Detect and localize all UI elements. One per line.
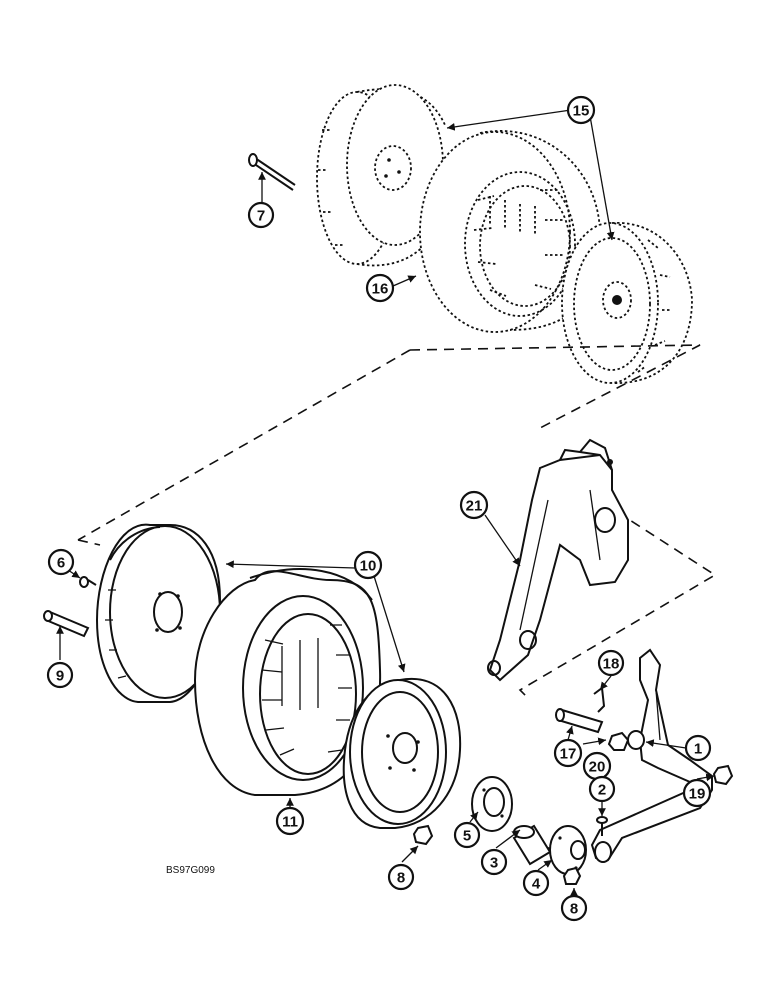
svg-text:1: 1	[694, 741, 702, 758]
callout-11: 11	[275, 806, 305, 836]
callout-15: 15	[566, 95, 596, 125]
callout-20: 20	[582, 751, 612, 781]
callout-17: 17	[553, 738, 583, 768]
callout-16: 16	[365, 273, 395, 303]
nut-20	[607, 731, 630, 751]
pin-9	[43, 610, 90, 638]
callout-5: 5	[453, 821, 481, 849]
svg-text:3: 3	[490, 855, 498, 872]
clip-18	[593, 686, 606, 713]
svg-text:15: 15	[573, 103, 590, 120]
svg-text:11: 11	[282, 814, 298, 831]
svg-text:10: 10	[360, 558, 377, 575]
svg-text:21: 21	[466, 498, 483, 515]
svg-text:17: 17	[560, 746, 577, 763]
callout-2: 2	[588, 775, 616, 803]
rim-half-10-right	[342, 677, 462, 829]
rim-half-15-right	[561, 222, 693, 384]
rim-half-10-left	[95, 523, 222, 703]
callout-6: 6	[47, 548, 75, 576]
nut-8-left	[412, 824, 434, 846]
alternate-wheel-assembly	[248, 84, 693, 384]
callout-9: 9	[46, 661, 74, 689]
callout-8-right: 8	[560, 894, 588, 922]
svg-text:19: 19	[689, 786, 706, 803]
callout-10: 10	[353, 550, 383, 580]
tire-11	[193, 568, 382, 796]
svg-text:4: 4	[532, 876, 541, 893]
svg-text:8: 8	[570, 901, 578, 918]
grouping-lines	[77, 344, 717, 701]
callout-8-left: 8	[387, 863, 415, 891]
svg-text:5: 5	[463, 828, 471, 845]
callout-3: 3	[480, 848, 508, 876]
callout-18: 18	[597, 649, 625, 677]
callout-19: 19	[682, 778, 712, 808]
rim-half-15-left	[316, 84, 446, 267]
svg-text:20: 20	[589, 759, 606, 776]
nut-8-right	[562, 866, 582, 885]
svg-text:16: 16	[372, 281, 389, 298]
bolt-7	[248, 153, 296, 191]
svg-text:18: 18	[603, 656, 620, 673]
bolt-6	[79, 576, 97, 588]
svg-text:9: 9	[56, 668, 64, 685]
hub-flange-5	[471, 776, 513, 832]
svg-text:7: 7	[257, 208, 265, 225]
svg-text:2: 2	[598, 782, 606, 799]
pin-17	[555, 708, 604, 734]
reference-code: BS97G099	[166, 865, 215, 876]
callout-21: 21	[459, 490, 489, 520]
callout-4: 4	[522, 869, 550, 897]
svg-text:8: 8	[397, 870, 405, 887]
svg-text:6: 6	[57, 555, 65, 572]
callout-1: 1	[684, 734, 712, 762]
hub-4	[549, 825, 587, 875]
arm-21	[487, 438, 629, 682]
callout-7: 7	[247, 201, 275, 229]
bolt-2	[596, 816, 608, 836]
lever-1	[590, 648, 713, 863]
nut-19	[712, 764, 734, 786]
